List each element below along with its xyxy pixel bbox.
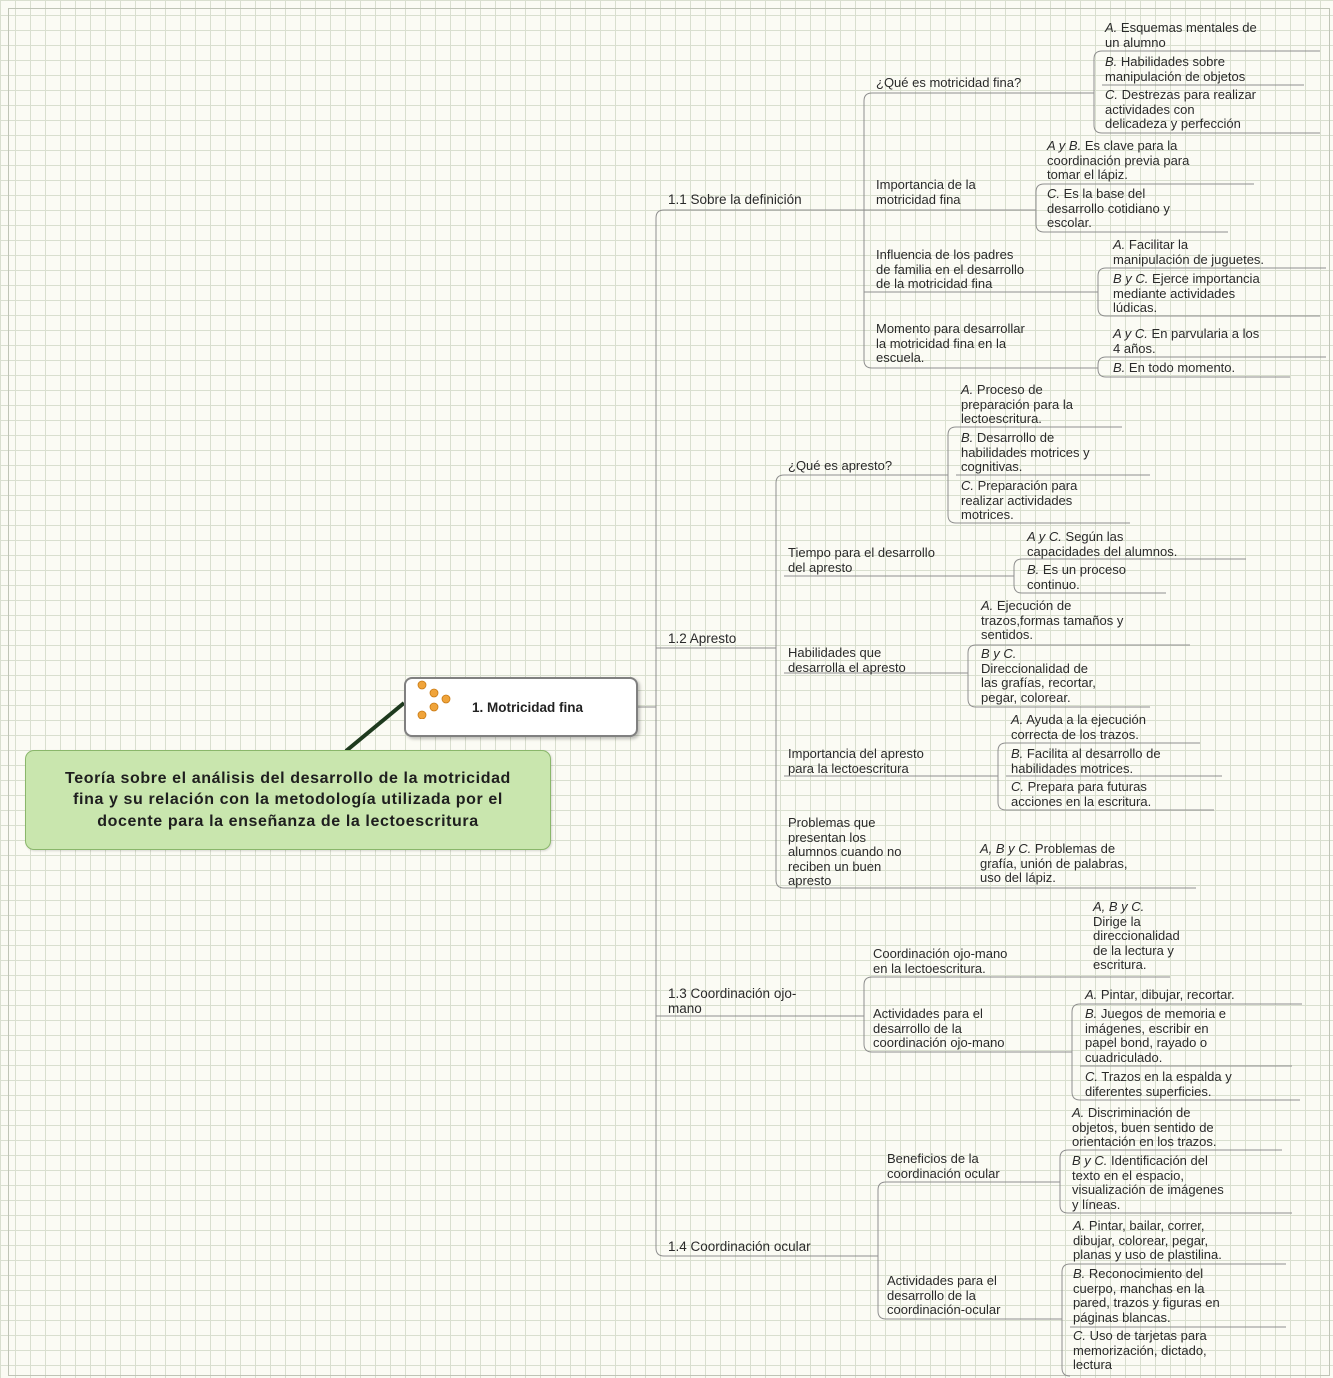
- branch-1-4-title[interactable]: 1.4 Coordinación ocular: [668, 1239, 811, 1254]
- root-title: Teoría sobre el análisis del desarrollo …: [65, 769, 511, 830]
- answer-1-4-2-a[interactable]: A. Pintar, bailar, correr,dibujar, color…: [1073, 1218, 1222, 1262]
- main-topic[interactable]: 1. Motricidad fina: [404, 677, 638, 737]
- root-topic[interactable]: Teoría sobre el análisis del desarrollo …: [25, 750, 551, 850]
- answer-1-3-2-a[interactable]: A. Pintar, dibujar, recortar.: [1085, 987, 1235, 1002]
- main-topic-title: 1. Motricidad fina: [472, 700, 584, 715]
- answer-1-1-4-b[interactable]: B. En todo momento.: [1113, 360, 1236, 375]
- branch-1-3-title[interactable]: 1.3 Coordinación ojo-mano: [668, 986, 797, 1016]
- q-que-es-motricidad[interactable]: ¿Qué es motricidad fina?: [876, 75, 1022, 90]
- q-que-es-apresto[interactable]: ¿Qué es apresto?: [788, 458, 893, 473]
- branch-1-2-title[interactable]: 1.2 Apresto: [668, 631, 737, 646]
- branch-1-1-title[interactable]: 1.1 Sobre la definición: [668, 192, 802, 207]
- orange-dots-icon: [417, 680, 451, 719]
